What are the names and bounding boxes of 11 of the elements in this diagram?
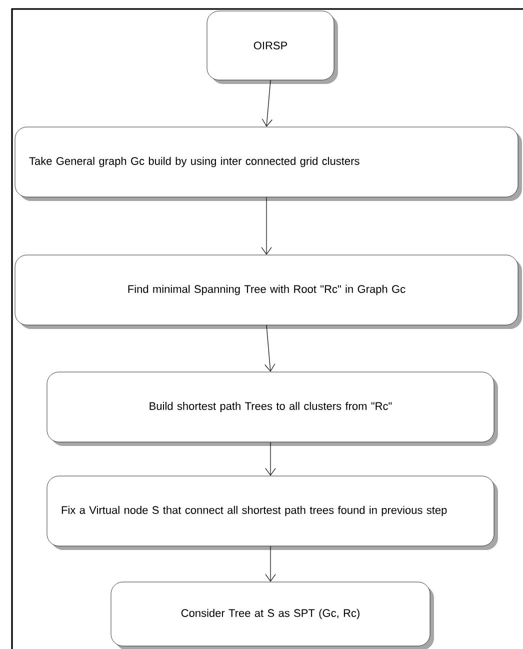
arrow bbox=[262, 80, 272, 127]
process-box: OIRSP bbox=[206, 10, 338, 84]
process-box: Fix a Virtual node S that connect all shortest path trees found in previous step bbox=[46, 476, 498, 550]
process-box: Build shortest path Trees to all clusters from "Rc" bbox=[46, 372, 498, 446]
process-box: Take General graph Gc build by using inter connected grid clusters bbox=[14, 126, 522, 201]
process-box: Consider Tree at S as SPT (Gc, Rc) bbox=[110, 582, 434, 649]
arrow bbox=[265, 546, 276, 582]
process-box: Find minimal Spanning Tree with Root "Rc" in Graph Gc bbox=[14, 254, 522, 329]
arrow bbox=[261, 196, 272, 255]
arrow bbox=[265, 442, 276, 476]
arrow bbox=[264, 324, 276, 372]
